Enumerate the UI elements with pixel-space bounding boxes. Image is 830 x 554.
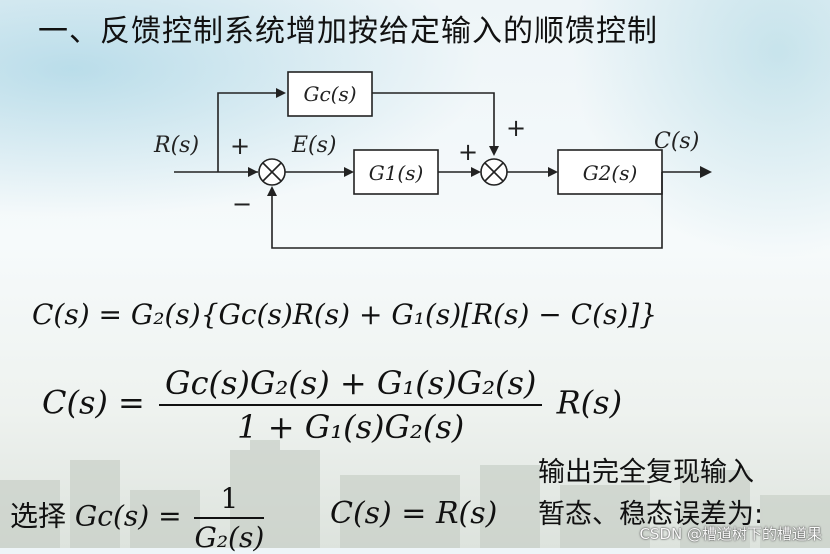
choose-fraction: 1 G₂(s) <box>194 482 265 554</box>
sum2-plus-left-sign: + <box>458 138 478 166</box>
controller-block-label: G1(s) <box>369 161 424 185</box>
choose-numerator: 1 <box>194 482 265 519</box>
choose-equation: 选择 Gc(s) = 1 G₂(s) <box>10 482 268 554</box>
feedback-line <box>271 172 663 249</box>
feedforward-out-arrow <box>489 146 499 156</box>
equation-2-numerator: Gc(s)G₂(s) + G₁(s)G₂(s) <box>159 364 543 406</box>
note-line-2: 暂态、稳态误差为: <box>538 499 764 530</box>
input-label: R(s) <box>153 133 199 158</box>
equation-2-rhs: R(s) <box>556 383 623 422</box>
equation-2-fraction: Gc(s)G₂(s) + G₁(s)G₂(s) 1 + G₁(s)G₂(s) <box>159 364 543 446</box>
sum2-out-arrow <box>548 167 558 177</box>
equation-1: C(s) = G₂(s){Gc(s)R(s) + G₁(s)[R(s) − C(… <box>32 298 658 331</box>
plant-block <box>557 149 663 195</box>
feedforward-block <box>287 71 373 117</box>
controller-out-arrow <box>471 167 481 177</box>
error-arrow <box>344 167 354 177</box>
result-equation: C(s) = R(s) <box>330 496 498 531</box>
equation-2-lhs: C(s) = <box>42 383 145 422</box>
controller-block <box>353 149 439 195</box>
feedforward-line <box>217 92 284 172</box>
feedforward-block-label: Gc(s) <box>303 82 356 106</box>
choose-label: 选择 <box>10 499 67 533</box>
block-diagram: Gc(s) G1(s) G2(s) R(s) E(s) C(s) + − + + <box>153 71 712 249</box>
feedback-arrow <box>267 186 277 196</box>
plant-block-label: G2(s) <box>583 161 638 185</box>
input-arrow <box>248 167 258 177</box>
error-label: E(s) <box>291 133 337 158</box>
feedforward-arrow <box>276 88 286 98</box>
feedforward-out-line <box>372 92 495 152</box>
output-arrow <box>700 166 712 178</box>
page-title: 一、反馈控制系统增加按给定输入的顺馈控制 <box>38 14 658 49</box>
sum1-plus-sign: + <box>230 132 250 160</box>
note: 输出完全复现输入 暂态、稳态误差为: <box>538 452 763 536</box>
watermark: CSDN @槽道树下的槽道果 <box>639 525 822 543</box>
equation-2-denominator: 1 + G₁(s)G₂(s) <box>237 408 465 446</box>
equation-2: C(s) = Gc(s)G₂(s) + G₁(s)G₂(s) 1 + G₁(s)… <box>42 364 622 446</box>
choose-lhs: Gc(s) = <box>74 499 182 533</box>
note-line-1: 输出完全复现输入 <box>538 457 754 488</box>
sum1-minus-sign: − <box>232 190 252 218</box>
choose-denominator: G₂(s) <box>194 521 265 554</box>
sum2-plus-top-sign: + <box>506 114 526 142</box>
output-label: C(s) <box>654 129 699 154</box>
